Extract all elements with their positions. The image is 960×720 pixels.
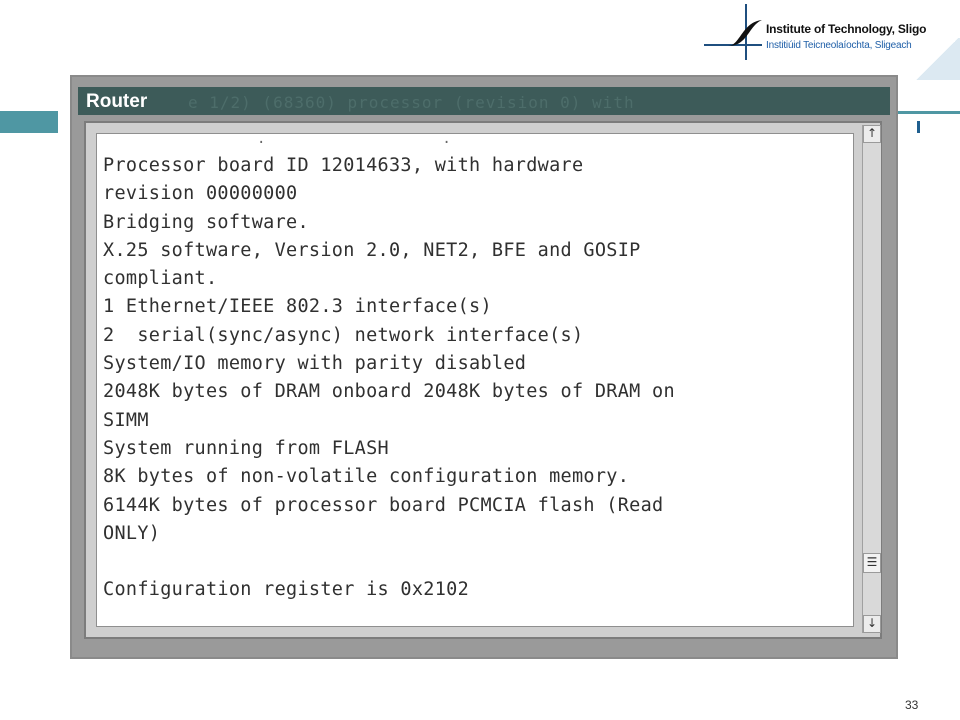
terminal-line: SIMM: [103, 409, 149, 431]
terminal-text: Processor board ID 12014633, with hardwa…: [103, 152, 675, 605]
accent-line-right: [898, 111, 960, 114]
terminal-line: X.25 software, Version 2.0, NET2, BFE an…: [103, 239, 641, 261]
accent-tick-right: [917, 121, 920, 133]
scroll-up-icon[interactable]: ↑: [863, 125, 881, 143]
terminal-line: System/IO memory with parity disabled: [103, 353, 527, 375]
terminal-line: 2 serial(sync/async) network interface(s…: [103, 324, 584, 346]
scroll-down-icon[interactable]: ↓: [863, 615, 881, 633]
window-title-ghost-text: e 1/2) (68360) processor (revision 0) wi…: [188, 93, 635, 112]
terminal-line: Configuration register is 0x2102: [103, 579, 470, 601]
terminal-line: 2048K bytes of DRAM onboard 2048K bytes …: [103, 381, 675, 403]
terminal-line: compliant.: [103, 268, 218, 290]
corner-decoration: [915, 38, 960, 80]
logo-name: Institute of Technology, Sligo: [766, 22, 927, 36]
terminal-line: System running from FLASH: [103, 437, 389, 459]
router-window: Router e 1/2) (68360) processor (revisio…: [70, 75, 898, 659]
terminal-line: Processor board ID 12014633, with hardwa…: [103, 155, 584, 176]
logo-subtitle: Institiúid Teicneolaíochta, Sligeach: [766, 40, 912, 51]
truncated-text-marks: . .: [257, 133, 451, 147]
terminal-line: 8K bytes of non-volatile configuration m…: [103, 466, 630, 488]
terminal-line: revision 00000000: [103, 183, 298, 205]
scroll-thumb[interactable]: ☰: [863, 553, 881, 573]
vertical-scrollbar[interactable]: ↑ ☰ ↓: [862, 125, 881, 633]
terminal-line: 6144K bytes of processor board PCMCIA fl…: [103, 494, 664, 516]
terminal-frame: . . Processor board ID 12014633, with ha…: [84, 121, 882, 639]
window-title: Router: [86, 91, 148, 112]
terminal-line: ONLY): [103, 522, 161, 544]
institute-logo: Institute of Technology, Sligo Institiúi…: [704, 0, 926, 64]
window-title-bar: Router e 1/2) (68360) processor (revisio…: [78, 87, 890, 115]
accent-bar-left: [0, 111, 58, 133]
terminal-line: Bridging software.: [103, 211, 309, 233]
page-number: 33: [905, 698, 919, 712]
terminal-line: 1 Ethernet/IEEE 802.3 interface(s): [103, 296, 492, 318]
logo-swoosh-icon: [728, 20, 762, 46]
terminal-output[interactable]: . . Processor board ID 12014633, with ha…: [96, 133, 854, 627]
